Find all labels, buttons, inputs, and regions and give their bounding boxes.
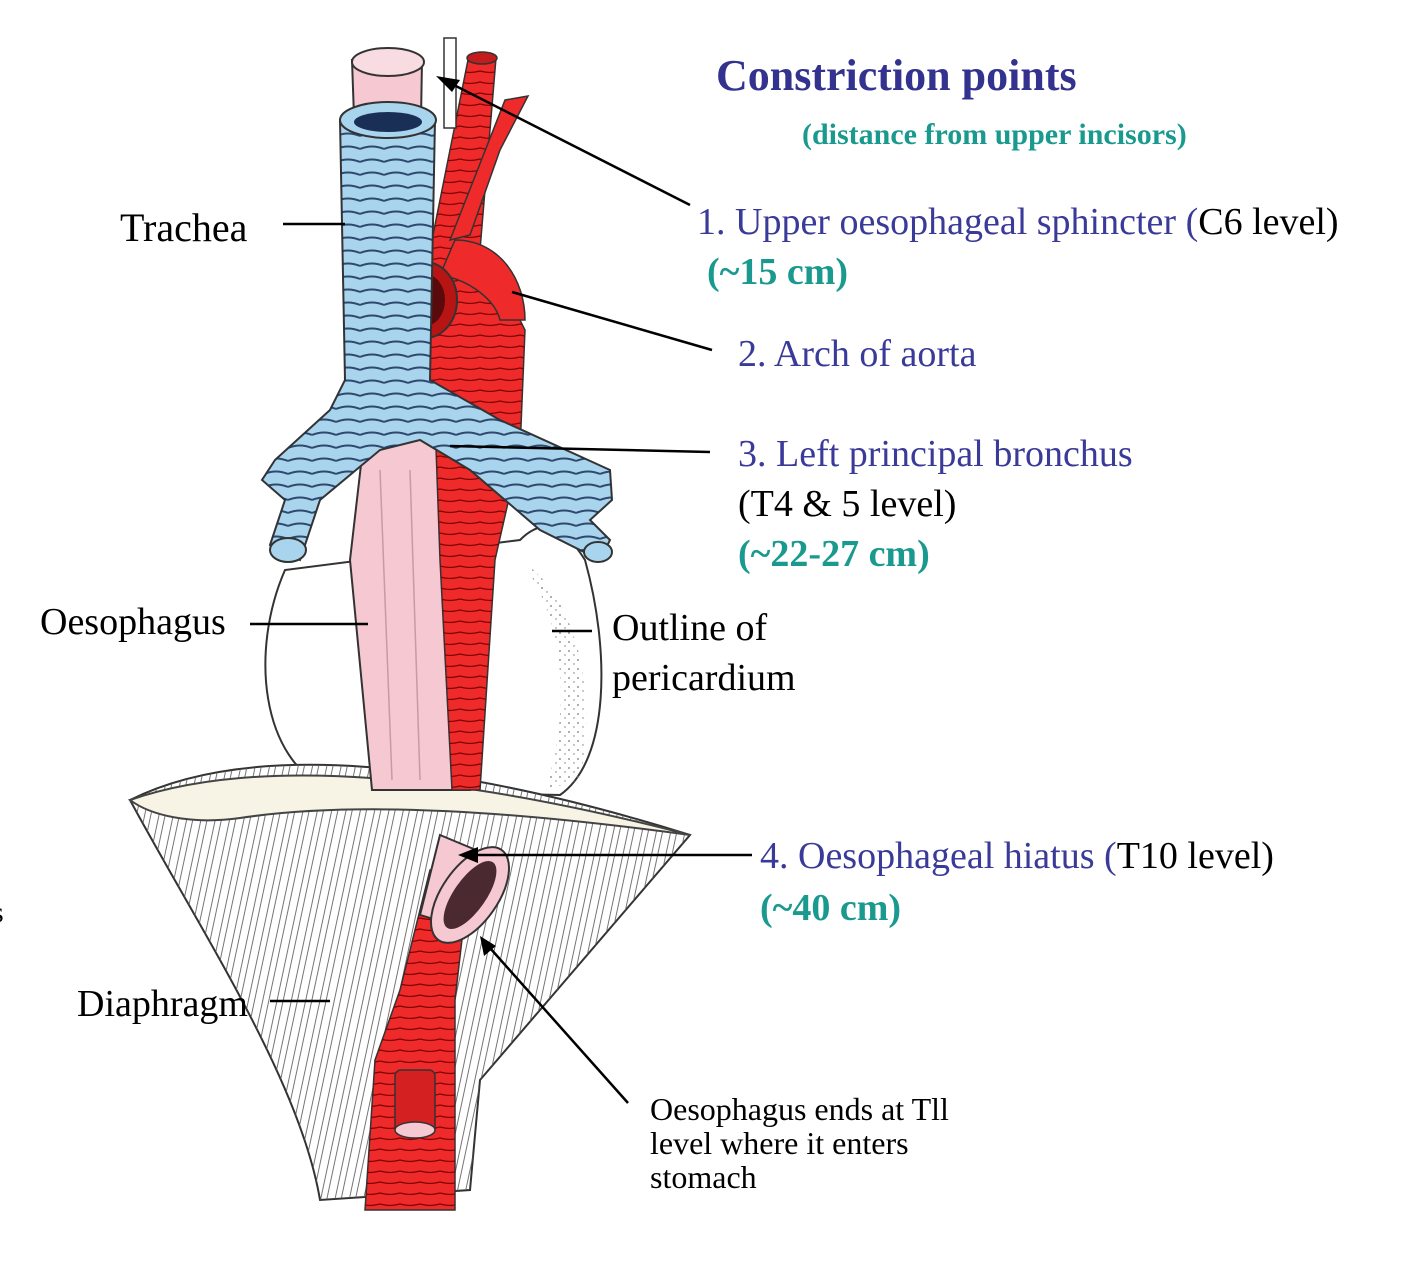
arrow-heads xyxy=(436,76,496,956)
label-pericardium-2: pericardium xyxy=(612,657,796,699)
label-pericardium-1: Outline of xyxy=(612,607,768,649)
point-3-name: 3. Left principal bronchus xyxy=(738,433,1133,475)
label-diaphragm: Diaphragm xyxy=(77,983,248,1025)
point-1: 1. Upper oesophageal sphincter (C6 level… xyxy=(697,201,1339,244)
point-4: 4. Oesophageal hiatus (T10 level) xyxy=(760,835,1274,878)
end-note-3: stomach xyxy=(650,1159,757,1195)
point-1-name: 1. Upper oesophageal sphincter ( xyxy=(697,201,1199,243)
page-title: Constriction points xyxy=(716,51,1077,100)
label-oesophagus: Oesophagus xyxy=(40,601,226,643)
edge-mark: s xyxy=(0,896,4,929)
point-4-level: T10 level) xyxy=(1116,835,1274,877)
point-4-name: 4. Oesophageal hiatus ( xyxy=(760,835,1117,877)
point-3-level: (T4 & 5 level) xyxy=(738,483,957,525)
point-1-distance: (~15 cm) xyxy=(707,251,849,293)
end-note-2: level where it enters xyxy=(650,1125,909,1161)
leader-lines xyxy=(250,80,752,1104)
point-1-level: C6 level) xyxy=(1198,201,1339,243)
trachea-bronchi xyxy=(260,101,614,563)
end-note-1: Oesophagus ends at Tll xyxy=(650,1091,949,1127)
label-trachea: Trachea xyxy=(120,205,248,250)
point-2-name: 2. Arch of aorta xyxy=(738,333,977,375)
point-4-distance: (~40 cm) xyxy=(760,887,902,929)
hiatus-opening xyxy=(418,833,511,944)
point-3-distance: (~22-27 cm) xyxy=(738,533,930,575)
page-subtitle: (distance from upper incisors) xyxy=(802,118,1187,151)
aorta-vessels xyxy=(364,37,530,1211)
